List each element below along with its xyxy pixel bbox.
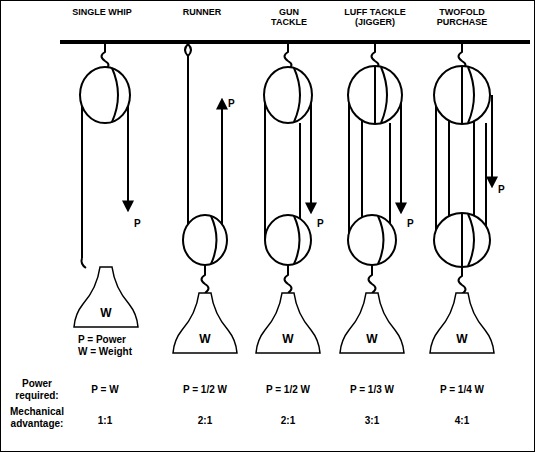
- column-title: LUFF TACKLE (JIGGER): [342, 7, 408, 28]
- weight-label: W: [73, 266, 139, 320]
- row-heading: Mechanical advantage:: [4, 406, 70, 429]
- power-value: P = 1/4 W: [427, 384, 497, 396]
- power-value: P = 1/3 W: [337, 384, 407, 396]
- legend-note: P = Power: [78, 334, 158, 346]
- weight-label: W: [339, 292, 405, 346]
- legend-note: W = Weight: [78, 346, 158, 358]
- force-label: P: [407, 218, 421, 230]
- force-label: P: [317, 218, 331, 230]
- weight-shape: W: [73, 266, 139, 328]
- weight-label: W: [172, 292, 238, 346]
- power-value: P = 1/2 W: [170, 384, 240, 396]
- force-label: P: [498, 184, 512, 196]
- column-title: GUN TACKLE: [262, 7, 316, 28]
- weight-label: W: [255, 292, 321, 346]
- row-heading: Power required:: [8, 378, 66, 401]
- column-title: SINGLE WHIP: [70, 7, 134, 17]
- weight-shape: W: [429, 292, 495, 354]
- ratio-value: 2:1: [170, 415, 240, 427]
- force-label: P: [134, 218, 148, 230]
- weight-label: W: [429, 292, 495, 346]
- column-title: TWOFOLD PURCHASE: [430, 7, 494, 28]
- ratio-value: 2:1: [253, 415, 323, 427]
- column-title: RUNNER: [172, 7, 232, 17]
- ratio-value: 3:1: [337, 415, 407, 427]
- weight-shape: W: [172, 292, 238, 354]
- power-value: P = W: [70, 384, 140, 396]
- weight-shape: W: [339, 292, 405, 354]
- ratio-value: 1:1: [70, 415, 140, 427]
- ratio-value: 4:1: [427, 415, 497, 427]
- force-label: P: [228, 98, 242, 110]
- power-value: P = 1/2 W: [253, 384, 323, 396]
- weight-shape: W: [255, 292, 321, 354]
